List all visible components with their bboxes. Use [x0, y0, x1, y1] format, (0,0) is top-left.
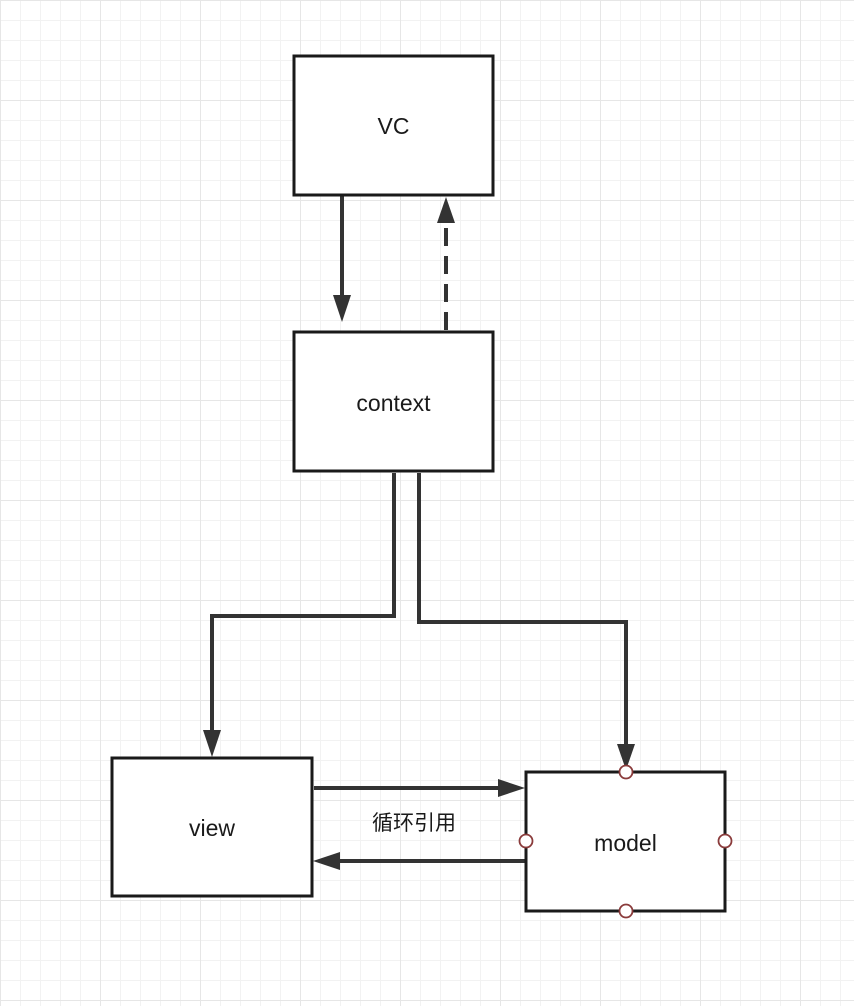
port-bottom-handle[interactable] — [618, 903, 634, 919]
arrowhead-left-icon — [313, 852, 340, 870]
port-top-handle[interactable] — [618, 764, 634, 780]
arrowhead-down-icon — [617, 744, 635, 770]
node-context-label: context — [356, 390, 431, 416]
node-context[interactable]: context — [292, 330, 495, 473]
node-view[interactable]: view — [110, 756, 314, 898]
edge-context-to-view — [203, 473, 396, 757]
edge-vc-to-context — [333, 196, 351, 322]
node-model[interactable]: model — [524, 770, 727, 913]
node-model-label: model — [594, 830, 657, 856]
edge-context-to-model — [417, 473, 635, 770]
edge-model-to-view — [313, 852, 526, 870]
arrowhead-down-icon — [333, 295, 351, 322]
node-vc-label: VC — [378, 113, 410, 139]
arrowhead-up-icon — [437, 197, 455, 223]
node-vc[interactable]: VC — [292, 54, 495, 197]
arrowhead-down-icon — [203, 730, 221, 757]
node-view-label: view — [189, 815, 235, 841]
port-left-handle[interactable] — [518, 833, 534, 849]
arrowhead-right-icon — [498, 779, 525, 797]
edge-context-to-vc — [437, 197, 455, 330]
edge-label-circular-reference: 循环引用 — [372, 811, 456, 835]
port-right-handle[interactable] — [717, 833, 733, 849]
edge-view-to-model — [314, 779, 525, 797]
